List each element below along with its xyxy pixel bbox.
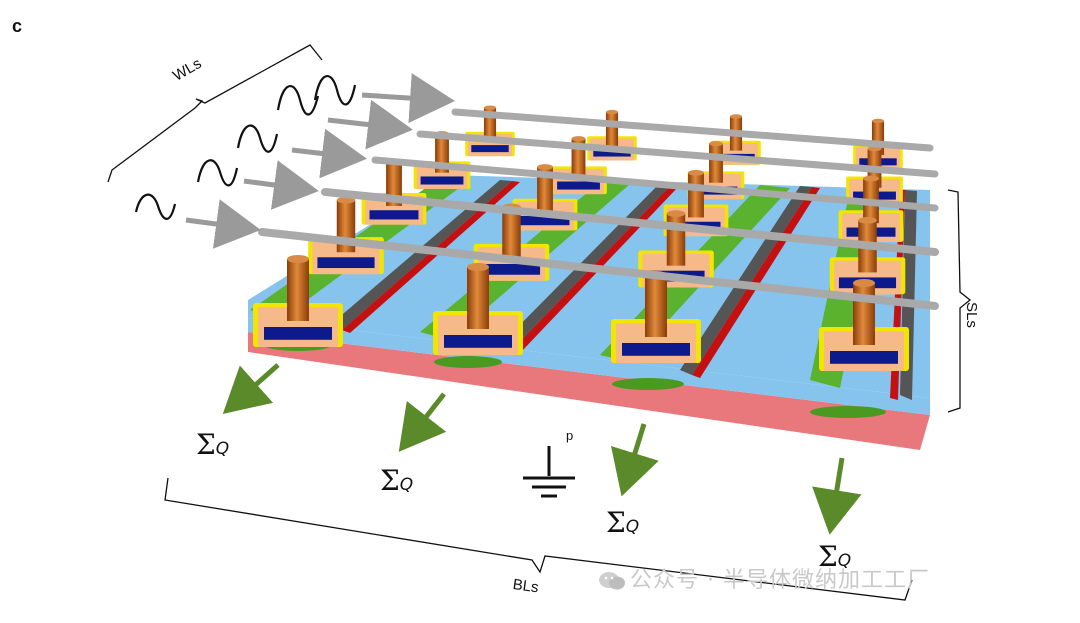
sum-symbol: Σ <box>606 506 626 539</box>
sum-subscript: Q <box>215 439 230 459</box>
memory-cell <box>611 271 701 363</box>
input-arrows <box>185 73 455 249</box>
input-waveforms <box>134 75 357 220</box>
output-arrows <box>222 363 862 535</box>
watermark-text: 公众号 · 半导体微纳加工工厂 <box>630 568 930 593</box>
sum-subscript: Q <box>399 475 414 495</box>
ground-label: p <box>566 428 574 443</box>
word-line-5 <box>258 228 939 310</box>
memory-cell <box>433 263 523 355</box>
word-lines <box>258 108 939 310</box>
watermark: 公众号 · 半导体微纳加工工厂 <box>598 562 930 594</box>
sum-symbol: Σ <box>196 428 216 461</box>
word-line-4 <box>321 188 939 256</box>
bitline-sum-4: ΣQ <box>818 540 851 573</box>
sum-subscript: Q <box>837 551 852 571</box>
ground-icon <box>523 446 575 498</box>
word-line-3 <box>371 156 939 212</box>
sum-symbol: Σ <box>818 540 838 573</box>
word-line-1 <box>451 108 934 152</box>
word-line-2 <box>416 130 939 178</box>
sourcelines-label: SLs <box>963 302 980 328</box>
memory-cell <box>253 255 343 347</box>
bitline-sum-2: ΣQ <box>380 464 413 497</box>
bitline-bracket <box>164 477 913 601</box>
sum-subscript: Q <box>625 517 640 537</box>
sum-symbol: Σ <box>380 464 400 497</box>
sourceline-bracket <box>947 189 972 413</box>
panel-label: c <box>12 16 23 36</box>
memory-cell <box>587 109 637 161</box>
bitline-sum-3: ΣQ <box>606 506 639 539</box>
bitline-sum-1: ΣQ <box>196 428 229 461</box>
bitlines-label: BLs <box>511 576 540 597</box>
memory-cells <box>253 105 909 371</box>
wordline-bracket <box>107 44 323 183</box>
wechat-icon <box>599 572 625 590</box>
